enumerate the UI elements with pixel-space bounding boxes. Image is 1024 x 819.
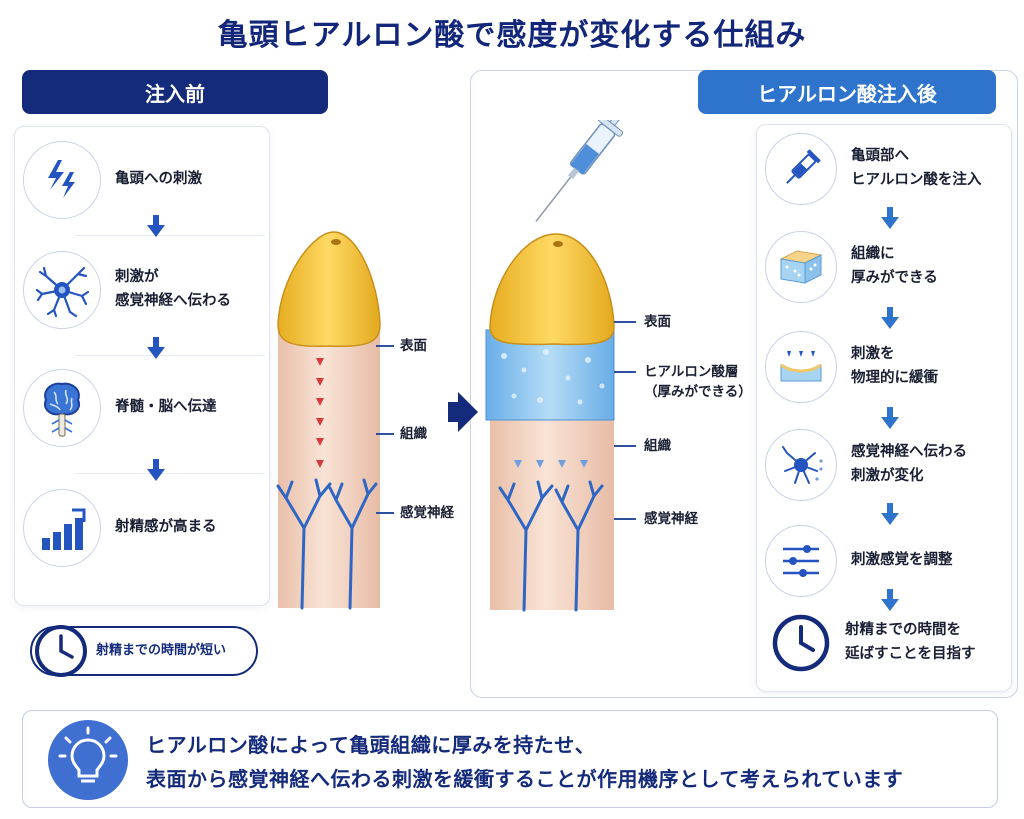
arrow-down-icon <box>881 307 899 329</box>
before-steps-panel: 亀頭への刺激 刺激が 感覚神経へ伝わる <box>14 126 270 606</box>
before-anatomy-diagram <box>276 231 381 610</box>
label-leader-line <box>614 445 636 447</box>
label-leader-line <box>614 518 636 520</box>
label-leader-line <box>376 512 394 514</box>
arrow-down-icon <box>881 503 899 525</box>
tissue-layer-icon <box>765 231 837 303</box>
after-section-header: ヒアルロン酸注入後 <box>698 70 996 114</box>
before-step-1-label: 亀頭への刺激 <box>115 171 202 188</box>
arrow-down-icon <box>881 407 899 429</box>
before-label-tissue: 組織 <box>400 426 427 442</box>
after-step-4-label: 感覚神経へ伝わる 刺激が変化 <box>851 444 967 484</box>
divider <box>75 473 265 474</box>
divider <box>75 355 265 356</box>
after-step-1-label: 亀頭部へ ヒアルロン酸を注入 <box>851 148 982 188</box>
page-title: 亀頭ヒアルロン酸で感度が変化する仕組み <box>217 18 807 53</box>
summary-line-1: ヒアルロン酸によって亀頭組織に厚みを持たせ、 <box>146 733 596 757</box>
after-steps-panel: 亀頭部へ ヒアルロン酸を注入 組織に 厚みができる 刺激を 物理的に緩 <box>756 124 1012 692</box>
after-label-surface: 表面 <box>644 314 671 330</box>
syringe-icon <box>765 133 837 205</box>
clock-icon <box>771 613 831 673</box>
arrow-down-icon <box>147 215 165 237</box>
cushion-icon <box>765 331 837 403</box>
label-leader-line <box>614 371 636 373</box>
label-leader-line <box>614 321 636 323</box>
after-step-4: 感覚神経へ伝わる 刺激が変化 <box>757 429 1011 501</box>
before-step-1: 亀頭への刺激 <box>15 141 269 219</box>
after-label-tissue: 組織 <box>644 438 671 454</box>
clock-icon <box>35 625 87 677</box>
after-step-2: 組織に 厚みができる <box>757 231 1011 303</box>
after-anatomy-diagram <box>485 120 626 612</box>
lightning-icon <box>23 141 101 219</box>
after-step-6: 射精までの時間を 延ばすことを目指す <box>757 613 1011 673</box>
neuron-icon <box>23 251 101 329</box>
before-label-nerve: 感覚神経 <box>400 505 454 521</box>
summary-line-2: 表面から感覚神経へ伝わる刺激を緩衝することが作用機序として考えられています <box>146 767 904 791</box>
lightbulb-icon <box>48 720 128 800</box>
after-step-1: 亀頭部へ ヒアルロン酸を注入 <box>757 133 1011 205</box>
arrow-down-icon <box>881 589 899 611</box>
summary-box <box>22 710 998 808</box>
before-step-3: 脊髄・脳へ伝達 <box>15 369 269 447</box>
brain-spine-icon <box>23 369 101 447</box>
neuron-icon <box>765 429 837 501</box>
arrow-down-icon <box>147 337 165 359</box>
label-leader-line <box>376 345 394 347</box>
label-leader-line <box>376 433 394 435</box>
after-step-5: 刺激感覚を調整 <box>757 525 1011 597</box>
after-step-2-label: 組織に 厚みができる <box>851 246 938 286</box>
before-label-surface: 表面 <box>400 338 427 354</box>
before-step-3-label: 脊髄・脳へ伝達 <box>115 399 217 416</box>
before-section-header: 注入前 <box>22 70 328 114</box>
before-step-4: 射精感が高まる <box>15 489 269 567</box>
result-short-time-label: 射精までの時間が短い <box>96 643 227 658</box>
arrow-down-icon <box>147 459 165 481</box>
bar-chart-up-icon <box>23 489 101 567</box>
divider <box>75 235 265 236</box>
before-step-4-label: 射精感が高まる <box>115 519 217 536</box>
after-step-3-label: 刺激を 物理的に緩衝 <box>851 346 938 386</box>
before-step-2-label: 刺激が 感覚神経へ伝わる <box>115 269 231 309</box>
arrow-down-icon <box>881 207 899 229</box>
before-step-2: 刺激が 感覚神経へ伝わる <box>15 251 269 329</box>
after-label-gel-layer: ヒアルロン酸層 （厚みができる） <box>644 364 752 401</box>
after-step-6-label: 射精までの時間を 延ばすことを目指す <box>845 622 976 662</box>
transition-arrow-icon <box>448 392 478 432</box>
sliders-icon <box>765 525 837 597</box>
after-label-nerve: 感覚神経 <box>644 511 698 527</box>
after-step-3: 刺激を 物理的に緩衝 <box>757 331 1011 403</box>
after-step-5-label: 刺激感覚を調整 <box>851 552 953 569</box>
